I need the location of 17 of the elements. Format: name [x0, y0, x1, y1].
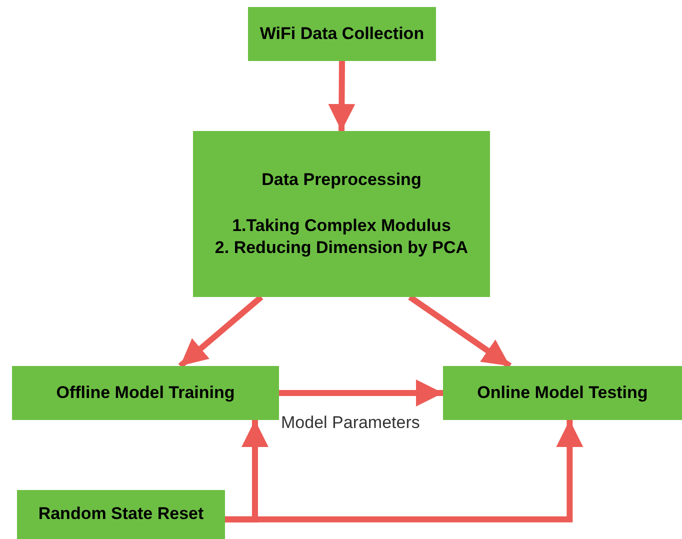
process-box: [17, 490, 225, 539]
arrow: [225, 420, 584, 522]
arrow: [408, 294, 512, 368]
box-label: Random State Reset: [38, 503, 204, 526]
box-label: Online Model Testing: [477, 382, 648, 404]
process-box: [12, 366, 279, 420]
list-item: 1.Taking Complex Modulus: [232, 214, 451, 237]
process-box: [443, 366, 682, 420]
arrow: [328, 60, 356, 132]
box-label: Offline Model Training: [56, 382, 235, 404]
box-heading: Data Preprocessing: [262, 168, 422, 191]
process-box: [193, 131, 490, 297]
arrow: [279, 380, 443, 406]
process-box: [248, 7, 436, 61]
box-label: WiFi Data Collection: [260, 22, 424, 45]
arrow: [178, 294, 264, 368]
list-item: 2. Reducing Dimension by PCA: [214, 237, 468, 260]
